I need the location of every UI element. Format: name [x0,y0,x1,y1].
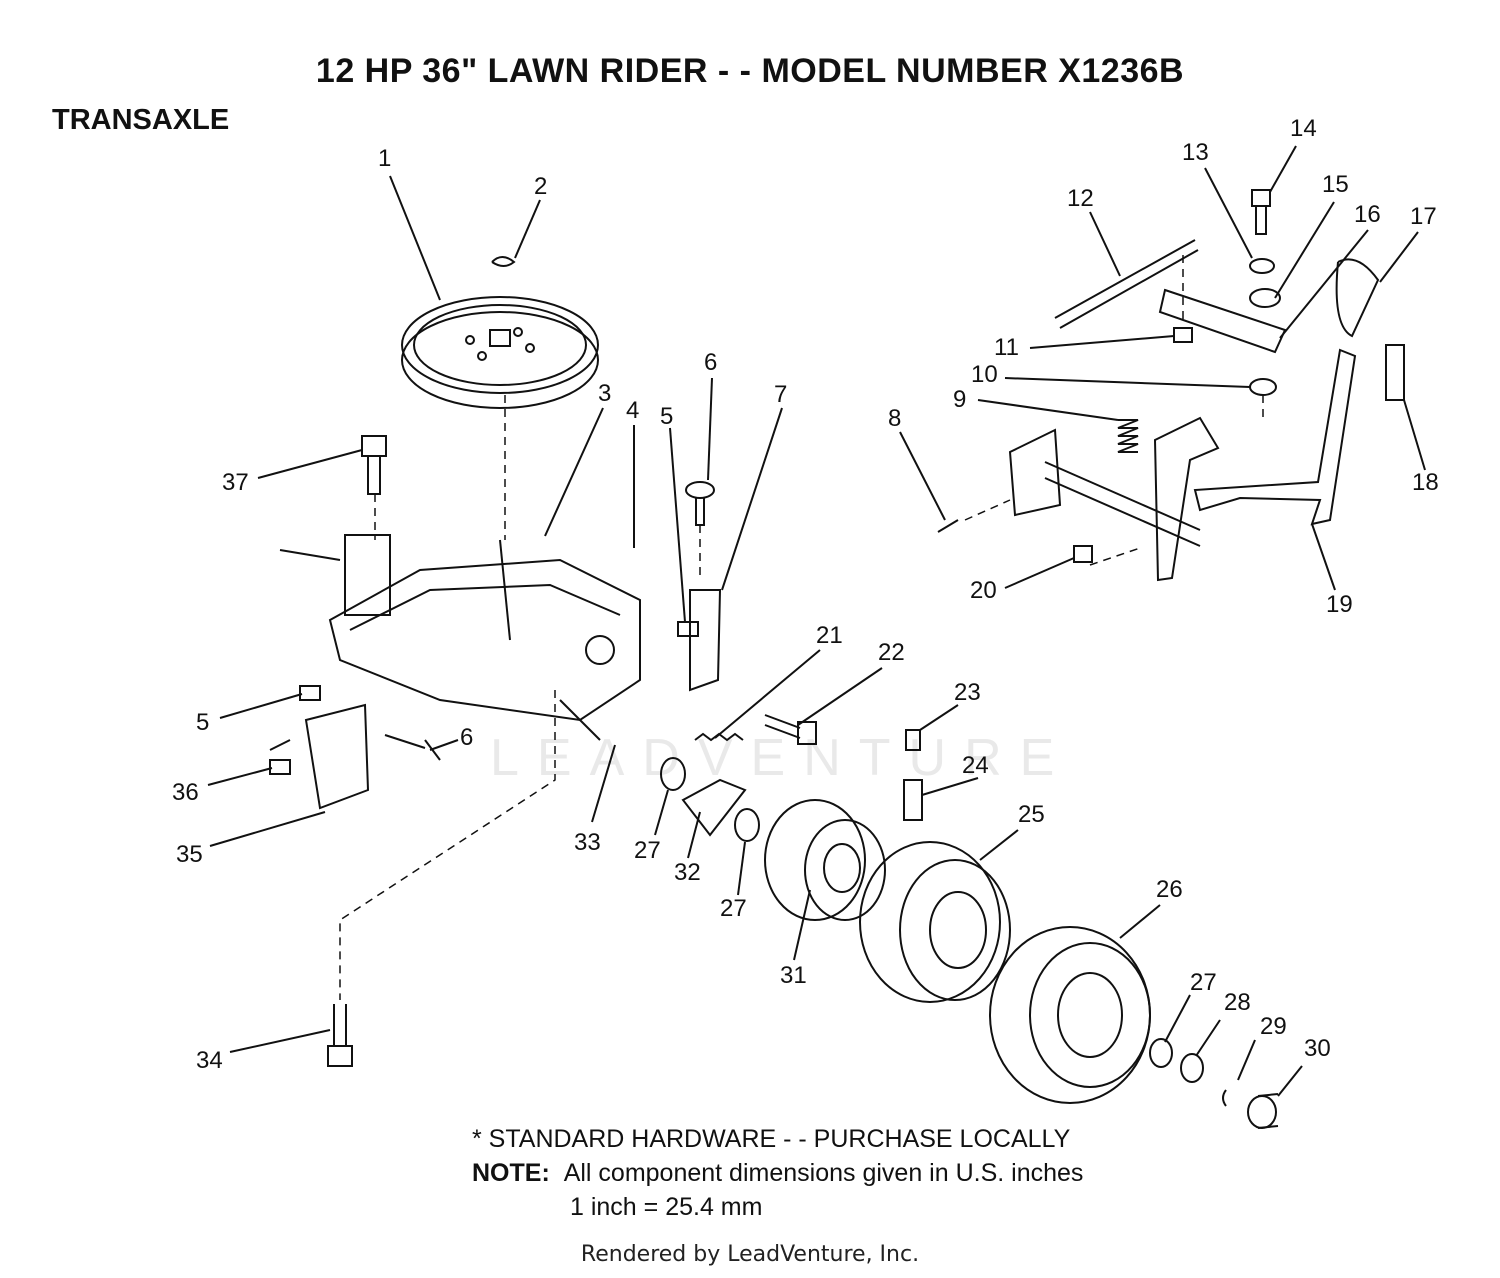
callout-numbers: 1 2 3 4 5 6 7 8 9 10 11 12 13 14 15 16 1… [172,115,1439,1074]
callout-30: 30 [1304,1035,1331,1062]
callout-9: 9 [953,386,966,413]
callout-10: 10 [971,361,998,388]
tire-part [859,841,1011,1003]
callout-15: 15 [1322,171,1349,198]
bracket-part [304,703,370,810]
callout-3: 3 [598,380,611,407]
note-label: NOTE: [472,1159,550,1187]
nut-part [299,685,321,701]
callout-2: 2 [534,173,547,200]
washer-part [1249,258,1275,274]
conversion-note: 1 inch = 25.4 mm [570,1193,763,1221]
knob-part [1335,258,1380,338]
transaxle-body [279,534,641,741]
callout-33: 33 [574,829,601,856]
callout-1: 1 [378,145,391,172]
callout-13: 13 [1182,139,1209,166]
watermark: LEADVENTURE [490,729,1073,787]
callout-14: 14 [1290,115,1317,142]
callout-5: 5 [660,403,673,430]
callout-18: 18 [1412,469,1439,496]
callout-6-left: 6 [460,724,473,751]
plate-part [1158,288,1287,354]
bolt-part [685,481,715,526]
callout-25: 25 [1018,801,1045,828]
pin-part [937,519,959,533]
bolt-part [764,714,817,745]
rim-part [764,799,886,921]
standard-hardware-note: * STANDARD HARDWARE - - PURCHASE LOCALLY [472,1125,1071,1153]
nut-part [269,759,291,775]
clip-part [1222,1089,1227,1107]
nut-part [677,621,699,637]
page-title: 12 HP 36" LAWN RIDER - - MODEL NUMBER X1… [315,52,1185,90]
callout-8: 8 [888,405,901,432]
notes-block: * STANDARD HARDWARE - - PURCHASE LOCALLY… [472,1122,1083,1224]
callout-27-left: 27 [634,837,661,864]
callout-34: 34 [196,1047,223,1074]
bracket-part [1153,416,1220,582]
bolt-part [327,1004,353,1067]
nut-part [1173,327,1193,343]
callout-19: 19 [1326,591,1353,618]
footer-credit: Rendered by LeadVenture, Inc. [580,1242,920,1267]
callout-27-right: 27 [1190,969,1217,996]
callout-28: 28 [1224,989,1251,1016]
section-title: TRANSAXLE [52,104,230,136]
callout-23: 23 [954,679,981,706]
callout-6: 6 [704,349,717,376]
bolt-part [361,435,387,495]
lever-part [1193,348,1357,526]
washer-part [734,808,760,842]
spacer-part [681,778,747,837]
callout-leader-lines [207,145,1426,1097]
cap-part [1247,1093,1279,1129]
clip-part [491,256,516,267]
bracket-part [689,589,722,692]
bracket-part [1008,428,1062,517]
tire-part [989,926,1151,1104]
bolt-part [1251,189,1271,235]
pulley-part [401,296,599,409]
washer-part [1249,288,1281,308]
callout-36: 36 [172,779,199,806]
callout-12: 12 [1067,185,1094,212]
rod-part [1054,239,1196,319]
callout-26: 26 [1156,876,1183,903]
washer-part [660,757,686,791]
callout-22: 22 [878,639,905,666]
bolt-part [384,734,441,761]
callout-21: 21 [816,622,843,649]
callout-20: 20 [970,577,997,604]
callout-27-mid: 27 [720,895,747,922]
callout-32: 32 [674,859,701,886]
washer-part [1249,378,1277,396]
assembly-guide-lines [339,255,1264,1000]
callout-16: 16 [1354,201,1381,228]
callout-5-left: 5 [196,709,209,736]
dimensions-note: NOTE: All component dimensions given in … [472,1156,1083,1190]
callout-29: 29 [1260,1013,1287,1040]
nut-part [1073,545,1093,563]
fitting-part [903,779,923,821]
cap-part [905,729,921,751]
callout-17: 17 [1410,203,1437,230]
callout-35: 35 [176,841,203,868]
callout-31: 31 [780,962,807,989]
callout-24: 24 [962,752,989,779]
washer-part [1180,1053,1204,1083]
callout-37: 37 [222,469,249,496]
note-text: All component dimensions given in U.S. i… [563,1159,1084,1187]
spring-part [1117,419,1139,453]
callout-4: 4 [626,397,639,424]
callout-11: 11 [994,334,1019,361]
washer-part [1149,1038,1173,1068]
plate-part [1385,344,1405,401]
callout-7: 7 [774,381,787,408]
